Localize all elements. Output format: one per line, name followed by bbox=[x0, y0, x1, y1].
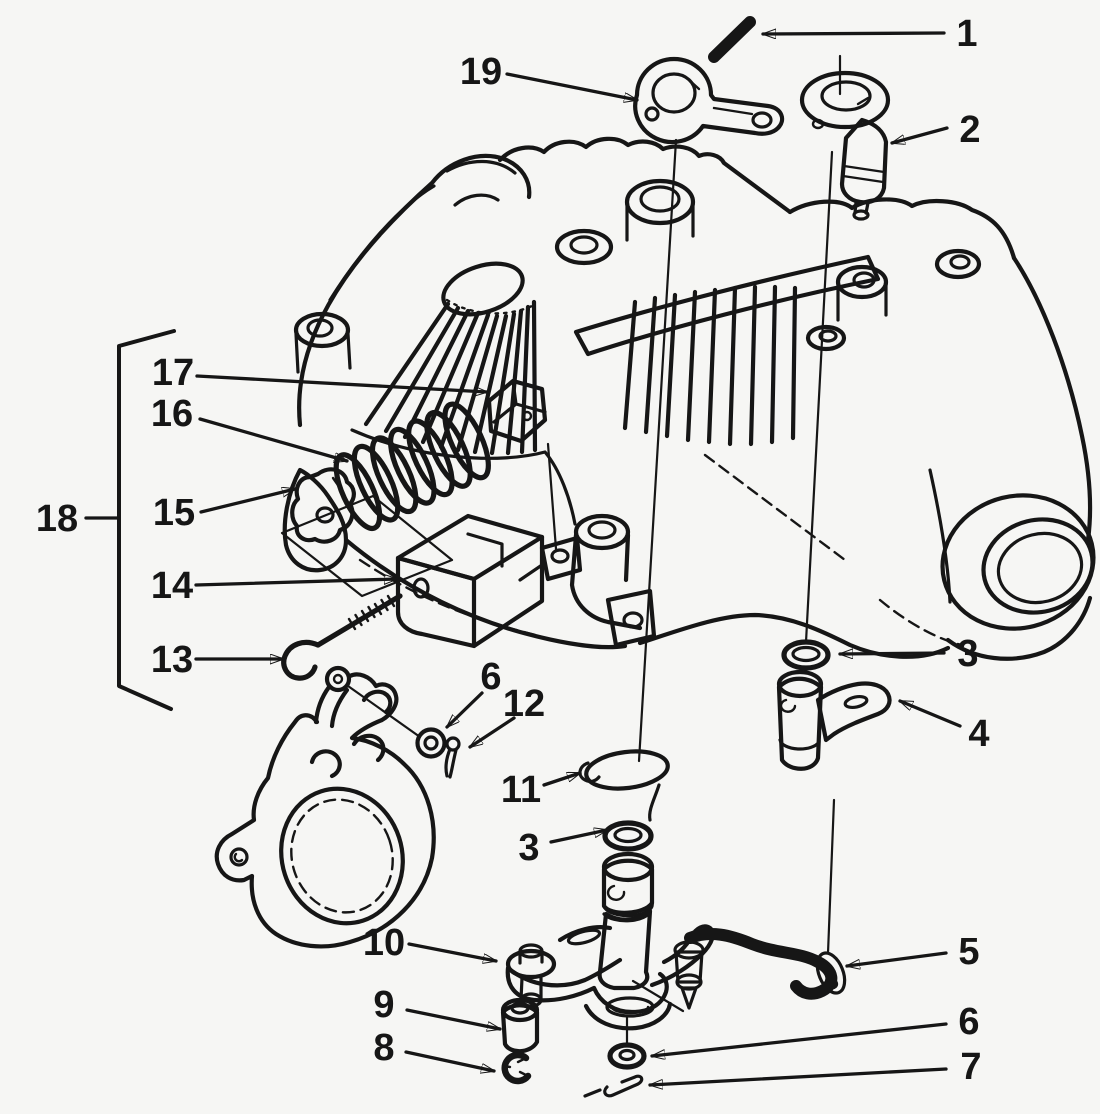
callout-9-spacer-bushing: 9 bbox=[373, 984, 502, 1029]
callout-6b-flat-washer-lower: 6 bbox=[650, 1001, 980, 1056]
part-o-ring-center bbox=[602, 820, 654, 852]
callout-3a-number: 3 bbox=[518, 827, 539, 869]
part-retaining-ring bbox=[578, 749, 670, 822]
callout-13-control-rod: 13 bbox=[151, 639, 285, 681]
callout-15-number: 15 bbox=[153, 492, 195, 534]
callout-12-leader bbox=[468, 716, 516, 749]
callout-10-control-yoke: 10 bbox=[363, 922, 498, 964]
callout-8-e-clip: 8 bbox=[373, 1027, 496, 1071]
callout-19-shift-lever: 19 bbox=[460, 51, 639, 100]
part-plunger-shaft bbox=[597, 851, 655, 991]
callout-8-leader bbox=[404, 1050, 496, 1071]
callout-5-brake-link-tube: 5 bbox=[845, 931, 980, 973]
callout-3a-leader bbox=[549, 830, 609, 844]
part-neutral-block bbox=[395, 513, 583, 649]
callout-15-cam-plate: 15 bbox=[153, 489, 297, 534]
callout-6b-number: 6 bbox=[958, 1001, 979, 1043]
callout-3b-number: 3 bbox=[957, 633, 978, 675]
callout-7-leader bbox=[648, 1067, 948, 1085]
callout-5-leader bbox=[845, 951, 948, 966]
callout-10-number: 10 bbox=[363, 922, 405, 964]
callout-9-number: 9 bbox=[373, 984, 394, 1026]
callout-16-return-spring: 16 bbox=[151, 393, 349, 461]
part-control-rod bbox=[281, 593, 403, 681]
callout-6a-flat-washer-upper: 6 bbox=[445, 656, 502, 729]
callout-16-leader bbox=[198, 417, 349, 461]
callout-7-hook-clip: 7 bbox=[648, 1046, 982, 1088]
part-hook-clip bbox=[583, 1074, 644, 1098]
part-shift-lever bbox=[633, 56, 785, 145]
part-flat-washer-upper bbox=[415, 727, 447, 759]
callout-2-number: 2 bbox=[959, 109, 980, 151]
assembly-centerlines bbox=[346, 54, 842, 1047]
part-cam-plate bbox=[280, 467, 454, 598]
callout-3a-o-ring-center: 3 bbox=[518, 827, 609, 869]
callout-15-leader bbox=[199, 489, 297, 514]
part-cotter-pin bbox=[444, 736, 461, 779]
part-sector-plate bbox=[214, 665, 436, 949]
callout-9-leader bbox=[405, 1008, 502, 1029]
callout-4-number: 4 bbox=[968, 713, 989, 755]
part-e-clip bbox=[501, 1051, 532, 1085]
callout-16-number: 16 bbox=[151, 393, 193, 435]
callout-14-leader bbox=[194, 579, 399, 587]
callout-1-leader bbox=[761, 33, 946, 34]
callout-4-leader bbox=[898, 699, 962, 728]
callout-14-number: 14 bbox=[151, 565, 193, 607]
part-roll-pin bbox=[708, 16, 756, 63]
part-clip-bracket bbox=[486, 378, 548, 444]
callout-7-number: 7 bbox=[960, 1046, 981, 1088]
part-return-spring bbox=[333, 401, 491, 532]
callout-6a-number: 6 bbox=[480, 656, 501, 698]
callout-19-number: 19 bbox=[460, 51, 502, 93]
callout-14-neutral-block: 14 bbox=[151, 565, 399, 607]
callout-3b-leader bbox=[838, 653, 946, 654]
callout-11-number: 11 bbox=[501, 769, 541, 811]
part-brake-link-tube bbox=[673, 928, 847, 1010]
part-set-collar bbox=[799, 70, 891, 221]
callout-1-number: 1 bbox=[956, 13, 977, 55]
callout-11-leader bbox=[542, 771, 582, 787]
callout-11-retaining-ring: 11 bbox=[501, 769, 582, 811]
callout-1-roll-pin: 1 bbox=[761, 13, 978, 55]
callout-3b-o-ring-right: 3 bbox=[838, 633, 979, 675]
callout-6b-leader bbox=[650, 1022, 948, 1056]
callout-18-brace bbox=[117, 329, 176, 711]
part-control-yoke bbox=[505, 924, 715, 1031]
callout-8-number: 8 bbox=[373, 1027, 394, 1069]
part-spacer-bushing bbox=[500, 997, 540, 1054]
part-flat-washer-lower bbox=[607, 1042, 647, 1070]
callout-5-number: 5 bbox=[958, 931, 979, 973]
callout-6a-leader bbox=[445, 691, 484, 729]
callout-12-cotter-pin: 12 bbox=[468, 683, 545, 749]
callout-12-number: 12 bbox=[503, 683, 545, 725]
callout-17-number: 17 bbox=[152, 352, 194, 394]
callout-19-leader bbox=[505, 72, 639, 100]
callout-18-number: 18 bbox=[36, 498, 78, 540]
callout-4-brake-plunger-arm: 4 bbox=[898, 699, 990, 755]
callout-17-leader bbox=[195, 374, 489, 392]
callout-10-leader bbox=[407, 942, 498, 961]
callout-2-set-collar: 2 bbox=[890, 109, 981, 151]
part-brake-plunger-arm bbox=[776, 669, 892, 771]
transaxle-housing bbox=[282, 136, 1096, 661]
part-o-ring-right bbox=[781, 639, 831, 671]
callout-17-clip-bracket: 17 bbox=[152, 352, 489, 394]
callout-13-number: 13 bbox=[151, 639, 193, 681]
callout-18-linkage-group: 18 bbox=[36, 329, 176, 711]
callout-2-leader bbox=[890, 126, 949, 143]
